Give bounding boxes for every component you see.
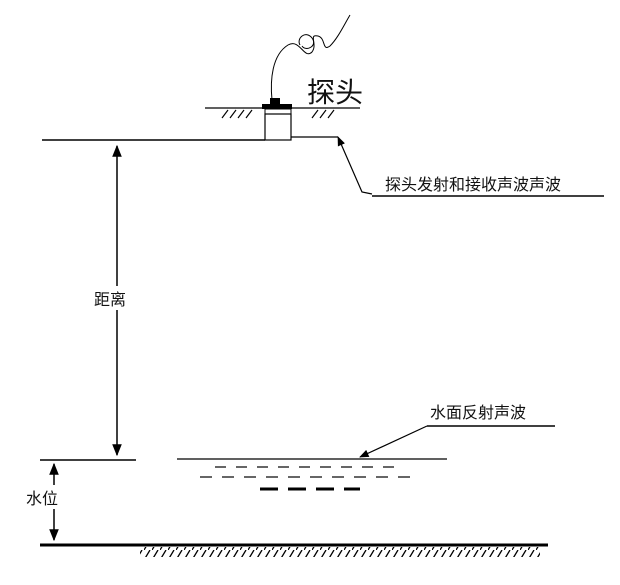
water-reflect-leader: [359, 425, 428, 458]
distance-label-bg: [92, 286, 142, 310]
water-reflect-label: 水面反射声波: [430, 403, 526, 422]
probe-ground-hatch-left: [221, 109, 253, 119]
bottom-ground-hatch: [140, 547, 540, 557]
probe-label: 探头: [307, 76, 363, 109]
probe-emit-leader: [337, 136, 373, 195]
distance-label: 距离: [94, 290, 126, 309]
probe-emit-label: 探头发射和接收声波声波: [385, 175, 561, 194]
probe-ground-hatch-right: [311, 109, 335, 119]
probe-cable-loop: [298, 34, 315, 49]
water-level-label: 水位: [26, 489, 58, 508]
water-level-label-bg: [22, 485, 82, 509]
probe-sensor-icon: [262, 98, 292, 141]
